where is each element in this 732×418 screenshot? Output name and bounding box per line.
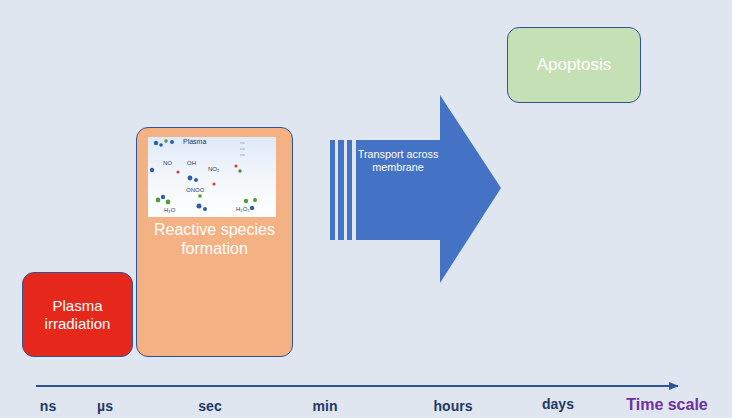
node-text: Apoptosis — [537, 55, 612, 75]
node-text: Transport across membrane — [356, 148, 440, 174]
image-label: NO — [163, 160, 172, 166]
axis-line — [36, 385, 678, 387]
node-text: Plasma irradiation — [29, 297, 126, 333]
image-label: H₂O₂ — [236, 206, 250, 212]
image-label: ONOO — [186, 187, 204, 193]
image-label: H₂O — [164, 207, 175, 213]
time-tick: µs — [97, 398, 113, 414]
axis-title: Time scale — [626, 396, 708, 414]
transport-arrow: Transport across membrane — [325, 95, 505, 283]
process-box: Plasma irradiation — [22, 272, 133, 357]
result-box: Apoptosis — [507, 27, 641, 103]
time-tick: hours — [434, 398, 473, 414]
time-tick: min — [313, 398, 338, 414]
time-tick: sec — [198, 398, 221, 414]
time-tick: ns — [40, 398, 56, 414]
process-box: Reactive species formation — [136, 127, 293, 357]
image-label: NO₂ — [208, 166, 219, 172]
image-label: Plasma — [183, 138, 206, 145]
time-tick: days — [542, 396, 574, 412]
arrow-shape — [325, 95, 505, 283]
image-label: OH — [187, 160, 196, 166]
node-text: Reactive species formation — [145, 220, 284, 258]
